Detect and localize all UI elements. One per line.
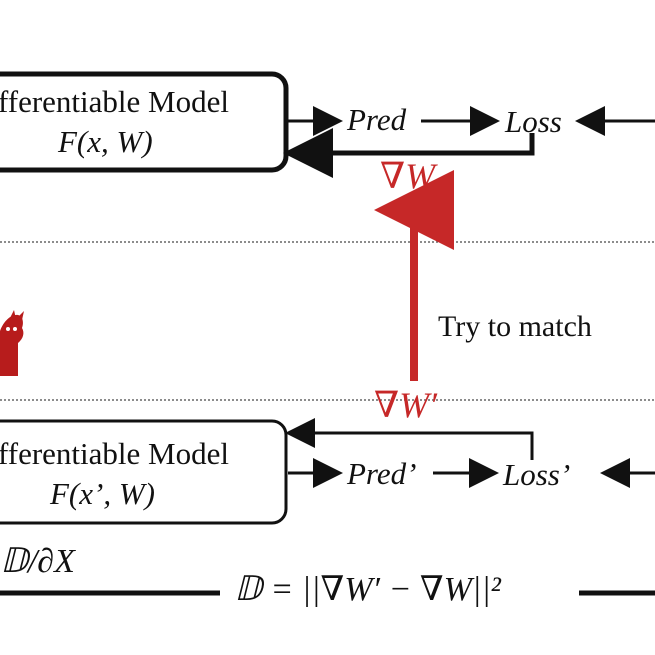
top-model-title-line2: F(x, W) [58,124,153,159]
top-loss-label: Loss [505,104,562,139]
red-devil-icon [0,310,24,376]
bottom-loss-label: Loss’ [503,457,571,492]
top-pred-label: Pred [347,102,407,137]
top-model-box [0,71,289,173]
bottom-model-title-line1: fferentiable Model [0,436,229,471]
bottom-model-title-line2: F(x’, W) [50,476,155,511]
bottom-feedback-path [305,431,534,460]
bottom-left-partial-formula: 𝔻/∂X [0,543,75,580]
top-feedback-path [305,133,535,156]
bottom-pred-label: Pred’ [347,456,417,491]
top-model-title-line1: fferentiable Model [0,84,229,119]
bottom-equation: 𝔻 = ||∇W′ − ∇W||² [234,571,501,608]
match-label: Try to match [438,310,592,343]
bottom-model-box [0,419,288,525]
bottom-gradient-label: ∇W′ [374,385,437,425]
top-gradient-label: ∇W [380,156,436,196]
